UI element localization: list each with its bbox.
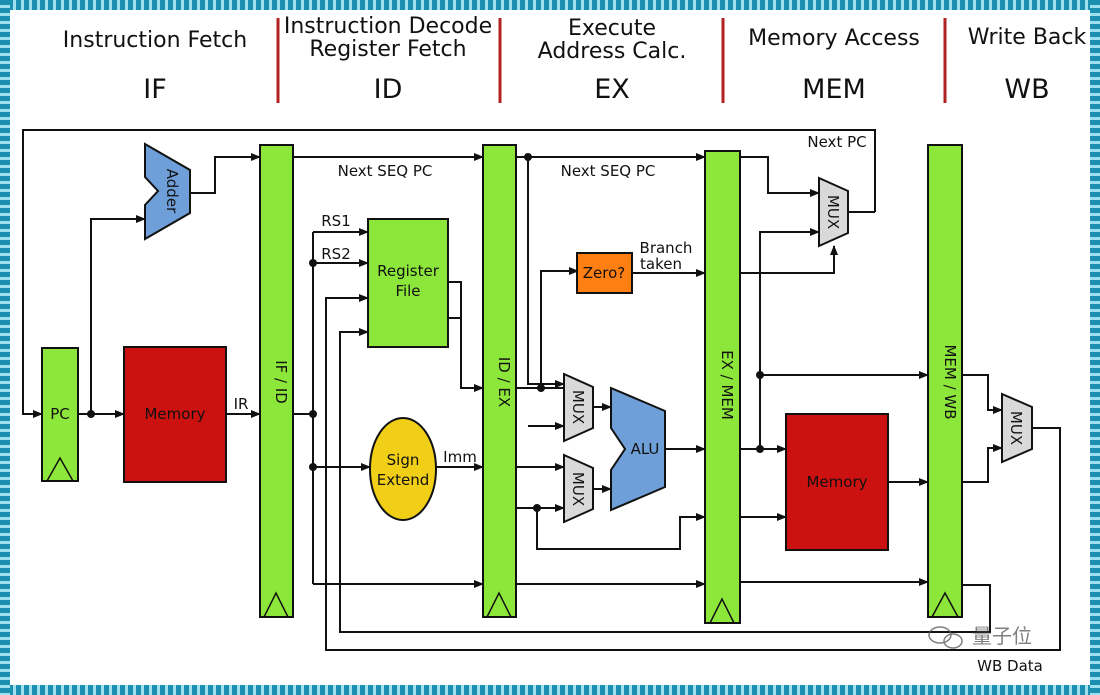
pc-label: PC [50,405,70,423]
b-to-exmem-wire [536,508,706,550]
wb-data-label: WB Data [977,657,1043,675]
alu-mux-b [563,453,594,524]
stage-headers: Instruction Fetch IF Instruction Decode … [63,14,1087,105]
stage-ex-title-line2: Address Calc. [538,39,687,64]
clock-triangle-icon [930,591,960,618]
junction [756,445,764,453]
instruction-memory-label: Memory [144,405,205,423]
memwb-to-mux-b-wire [962,444,1003,483]
register-file-label-line2: File [395,282,420,300]
adder-label: Adder [163,169,181,214]
data-memory-label: Memory [806,473,867,491]
stage-wb-title: Write Back [968,25,1087,50]
pc-mux [818,176,849,248]
next-seq-pc-to-mux-wire [740,156,820,197]
blocks: PC Adder Memory IR IF / ID Register File… [41,133,1043,675]
ex-mem-label: EX / MEM [718,350,736,420]
wb-mux-label: MUX [1007,411,1025,445]
branch-to-mux-wire [740,245,838,274]
stage-ex-title-line1: Execute [568,16,656,41]
junction [533,504,541,512]
stage-mem-abbr: MEM [802,74,866,105]
next-seq-pc-label-1: Next SEQ PC [338,162,433,180]
stage-mem-title: Memory Access [748,26,920,51]
junction [309,463,317,471]
rs1-label: RS1 [321,212,351,230]
wb-dest-wire [339,328,991,633]
pc-mux-label: MUX [824,195,842,229]
stage-ex-abbr: EX [594,74,630,105]
clock-triangle-icon [262,591,290,618]
clock-triangle-icon [708,597,736,624]
regfile-out-a-wire [448,281,484,392]
instruction-memory [123,346,227,483]
junction [309,259,317,267]
id-ex-register [482,144,517,618]
border-left [0,0,10,695]
mem-wb-label: MEM / WB [941,344,959,419]
adder [144,142,191,241]
pc-to-alu-mux-wire [527,157,565,388]
pc-register [41,347,79,482]
wb-data-wire [325,294,1061,651]
zero-label: Zero? [583,264,625,282]
id-ex-label: ID / EX [495,357,513,407]
clock-triangle-icon [45,456,75,482]
data-memory [785,413,889,551]
alu-label: ALU [631,440,660,458]
next-seq-pc-label-2: Next SEQ PC [561,162,656,180]
junction [309,410,317,418]
clock-triangle-icon [485,591,513,618]
watermark-text: 量子位 [972,624,1032,648]
stage-id-title-line1: Instruction Decode [284,14,492,39]
zero-detect [576,252,633,294]
alu-mux-a-label: MUX [569,390,587,424]
junction [756,371,764,379]
wechat-icon [928,626,952,644]
register-file [367,218,449,348]
sign-extend-label-line1: Sign [387,451,420,469]
ex-mem-register [704,150,741,624]
junction [537,384,545,392]
memwb-to-mux-a-wire [962,374,1003,414]
junction [524,153,532,161]
branch-label-line2: taken [640,255,682,273]
border-bottom [0,685,1100,695]
rs2-label: RS2 [321,245,351,263]
alu-mux-b-label: MUX [569,472,587,506]
border-top [0,0,1100,10]
ir-label: IR [234,395,249,413]
watermark: 量子位 [928,624,1032,649]
sign-extend-label-line2: Extend [377,471,430,489]
stage-if-title: Instruction Fetch [63,28,247,53]
sign-extend [369,417,437,521]
stage-id-title-line2: Register Fetch [309,37,466,62]
adder-to-ifid-wire [190,153,261,194]
if-id-label: IF / ID [272,360,290,404]
next-pc-label: Next PC [807,133,866,151]
junction [87,410,95,418]
wechat-icon-bubble [943,633,963,649]
register-file-label-line1: Register [377,262,440,280]
next-pc-wire [22,129,876,418]
stage-id-abbr: ID [374,74,403,105]
wb-mux [1001,392,1033,464]
imm-label: Imm [443,448,477,466]
alu [610,386,666,512]
stage-wb-abbr: WB [1004,74,1049,105]
to-zero-wire [540,267,579,388]
wires [22,129,1061,651]
pc-to-adder-wire [90,215,146,414]
alu-mux-a [563,372,594,443]
border-right [1090,0,1100,695]
branch-label-line1: Branch [640,239,693,257]
stage-if-abbr: IF [143,74,167,105]
